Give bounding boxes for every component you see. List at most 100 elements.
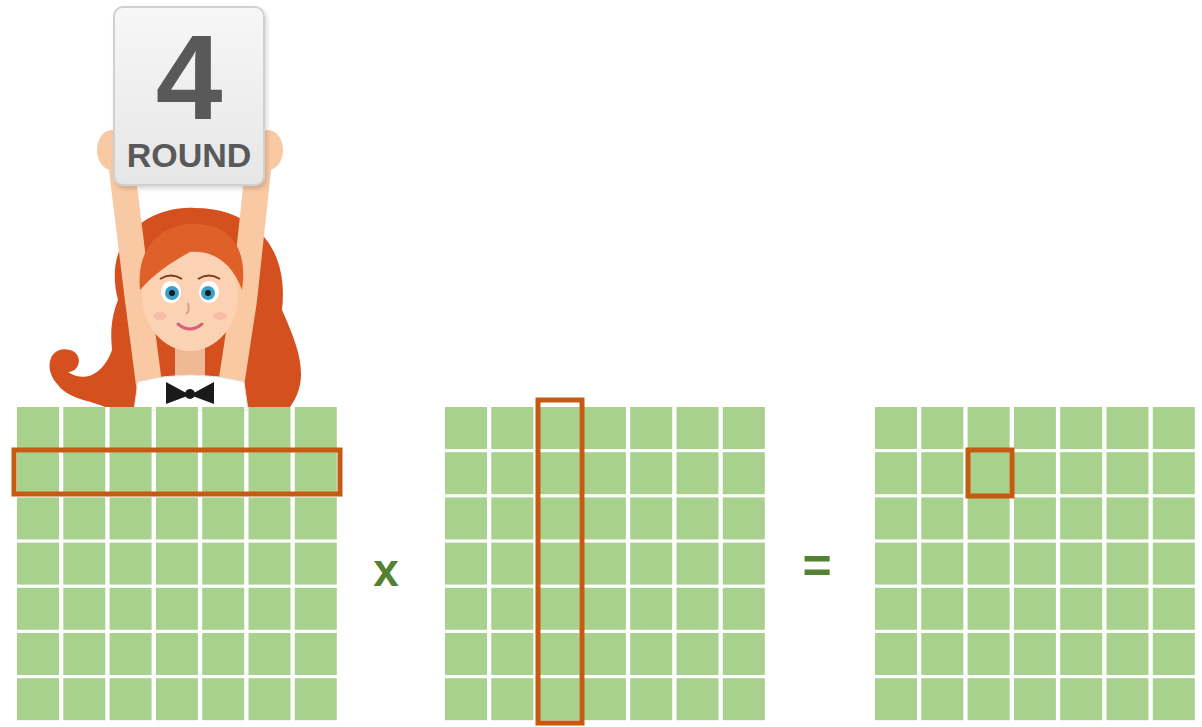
matrix-cell (295, 497, 337, 539)
matrix-cell (538, 588, 580, 630)
bangs (140, 224, 244, 290)
matrix-cell (921, 588, 963, 630)
matrix-cell (249, 543, 291, 585)
matrix-cell (202, 588, 244, 630)
matrix-cell (1014, 633, 1056, 675)
matrix-cell (723, 543, 765, 585)
matrix-cell (875, 543, 917, 585)
matrix-cell (875, 633, 917, 675)
iris (201, 286, 215, 300)
matrix-cell (1107, 543, 1149, 585)
matrix-cell (584, 588, 626, 630)
column-highlight (538, 400, 582, 723)
matrix-cell (249, 497, 291, 539)
matrix-cell (968, 543, 1010, 585)
matrix-grids (17, 407, 1195, 720)
matrix-cell (1014, 407, 1056, 449)
matrix-cell (1060, 407, 1102, 449)
matrix-cell (921, 497, 963, 539)
matrix-cell (156, 678, 198, 720)
matrix-cell (202, 407, 244, 449)
iris (165, 286, 179, 300)
equals-sign: = (802, 541, 831, 591)
matrix-cell (445, 452, 487, 494)
matrix-cell (875, 678, 917, 720)
matrix-cell (249, 633, 291, 675)
matrix-cell (538, 678, 580, 720)
matrix-cell (1153, 588, 1195, 630)
matrix-cell (1107, 633, 1149, 675)
matrix-cell (17, 543, 59, 585)
matrix-cell (63, 452, 105, 494)
matrix-cell (1060, 588, 1102, 630)
matrix-cell (968, 407, 1010, 449)
matrix-cell (538, 633, 580, 675)
matrix-cell (156, 543, 198, 585)
bow-tie-knot (185, 389, 195, 399)
matrix-cell (677, 588, 719, 630)
matrix-cell (110, 588, 152, 630)
matrix-cell (584, 497, 626, 539)
eye (161, 281, 181, 303)
matrix-cell (630, 407, 672, 449)
pupil (205, 290, 211, 296)
matrix-cell (63, 588, 105, 630)
matrix-cell (723, 407, 765, 449)
matrix-cell (202, 497, 244, 539)
matrix-cell (17, 588, 59, 630)
matrix-cell (630, 543, 672, 585)
matrix-cell (491, 497, 533, 539)
matrix-cell (677, 452, 719, 494)
row-highlight (14, 450, 340, 494)
matrix-cell (630, 497, 672, 539)
cheek (213, 312, 227, 320)
matrix-cell (1107, 678, 1149, 720)
matrix-cell (445, 407, 487, 449)
matrix-cell (491, 543, 533, 585)
matrix-cell (202, 678, 244, 720)
matrix-cell (630, 452, 672, 494)
matrix-cell (110, 407, 152, 449)
highlights (14, 400, 1012, 723)
matrix-cell (630, 678, 672, 720)
matrix-cell (295, 588, 337, 630)
matrix-cell (1153, 452, 1195, 494)
matrix-cell (1060, 452, 1102, 494)
matrix-cell (968, 588, 1010, 630)
matrix-cell (723, 588, 765, 630)
matrix-cell (295, 678, 337, 720)
matrix-cell (677, 497, 719, 539)
matrix-cell (110, 497, 152, 539)
matrix-cell (63, 407, 105, 449)
matrix-cell (17, 452, 59, 494)
matrix-cell (723, 678, 765, 720)
matrix-cell (584, 633, 626, 675)
matrix-cell (249, 678, 291, 720)
matrix-cell (156, 407, 198, 449)
matrix-cell (491, 588, 533, 630)
matrix-cell (538, 497, 580, 539)
matrix-cell (875, 497, 917, 539)
eyebrow (160, 276, 182, 280)
matrix-cell (538, 543, 580, 585)
matrix-cell (63, 497, 105, 539)
matrix-cell (1014, 452, 1056, 494)
matrix-cell (677, 678, 719, 720)
shirt (134, 375, 248, 410)
matrix-cell (584, 543, 626, 585)
cheek (153, 312, 167, 320)
matrix-cell (295, 543, 337, 585)
matrix-cell (17, 407, 59, 449)
multiply-sign: x (373, 547, 399, 593)
matrix-cell (921, 678, 963, 720)
pupil (169, 290, 175, 296)
matrix-cell (17, 678, 59, 720)
matrix-cell (445, 497, 487, 539)
matrix-cell (202, 633, 244, 675)
matrix-cell (63, 678, 105, 720)
matrix-cell (921, 452, 963, 494)
matrix-cell (630, 588, 672, 630)
matrix-cell (538, 407, 580, 449)
matrix-cell (491, 407, 533, 449)
matrix-cell (110, 633, 152, 675)
